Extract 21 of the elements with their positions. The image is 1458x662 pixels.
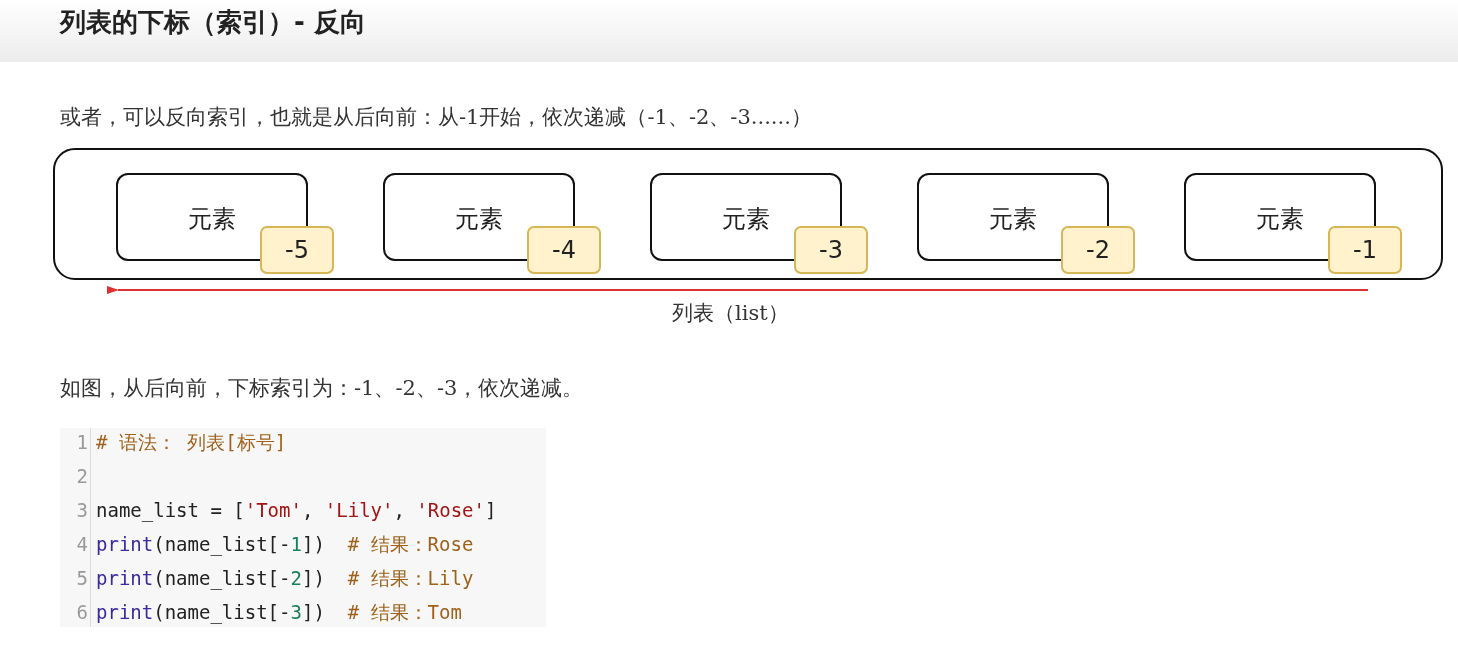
index-badge: -3: [794, 226, 868, 274]
code-line: name_list = ['Tom', 'Lily', 'Rose']: [96, 498, 497, 523]
index-badge: -5: [260, 226, 334, 274]
code-line: # 语法： 列表[标号]: [96, 430, 287, 455]
line-number: 1: [75, 430, 88, 455]
page-title: 列表的下标（索引）- 反向: [60, 6, 366, 39]
index-badge: -4: [527, 226, 601, 274]
sentence: 如图，从后向前，下标索引为：-1、-2、-3，依次递减。: [60, 375, 584, 402]
line-number: 2: [75, 464, 88, 489]
index-badge: -2: [1061, 226, 1135, 274]
code-line: print(name_list[-3]) # 结果：Tom: [96, 600, 462, 625]
index-badge: -1: [1328, 226, 1402, 274]
code-line: print(name_list[-1]) # 结果：Rose: [96, 532, 474, 557]
code-line: print(name_list[-2]) # 结果：Lily: [96, 566, 474, 591]
sentence: 或者，可以反向索引，也就是从后向前：从-1开始，依次递减（-1、-2、-3......）: [60, 104, 812, 131]
axis-label: 列表（list）: [672, 300, 789, 327]
line-number: 4: [75, 532, 88, 557]
line-number: 6: [75, 600, 88, 625]
list-container: [53, 148, 1443, 280]
line-number: 5: [75, 566, 88, 591]
line-number: 3: [75, 498, 88, 523]
